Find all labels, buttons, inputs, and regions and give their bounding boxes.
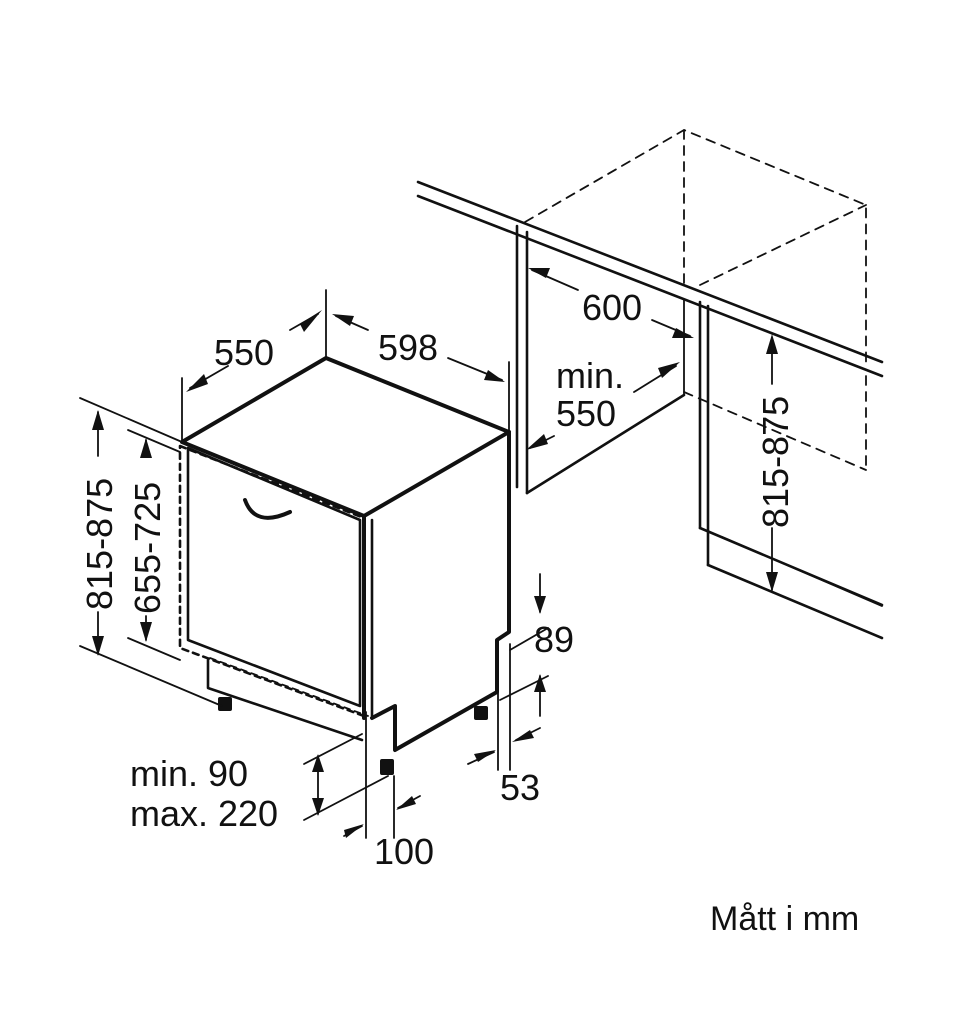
- niche-cabinet: [416, 129, 884, 640]
- unit-note: Mått i mm: [710, 900, 859, 938]
- label-niche-min-2: 550: [556, 393, 616, 434]
- dimension-labels: 550 598 600 min. 550 815-875 655-725 815…: [79, 287, 796, 872]
- label-plinth-max: max. 220: [130, 793, 278, 834]
- label-height-appliance: 655-725: [127, 482, 168, 614]
- label-depth: 550: [214, 332, 274, 373]
- label-toe-kick-depth: 53: [500, 767, 540, 808]
- label-toe-kick-height: 89: [534, 619, 574, 660]
- label-width: 598: [378, 327, 438, 368]
- label-plinth-min: min. 90: [130, 753, 248, 794]
- label-niche-height: 815-875: [755, 396, 796, 528]
- label-niche-min-1: min.: [556, 355, 624, 396]
- label-plinth-offset: 100: [374, 831, 434, 872]
- dimension-lines: [79, 268, 778, 839]
- label-height-total: 815-875: [79, 478, 120, 610]
- dishwasher-body: [178, 356, 511, 775]
- label-niche-width: 600: [582, 287, 642, 328]
